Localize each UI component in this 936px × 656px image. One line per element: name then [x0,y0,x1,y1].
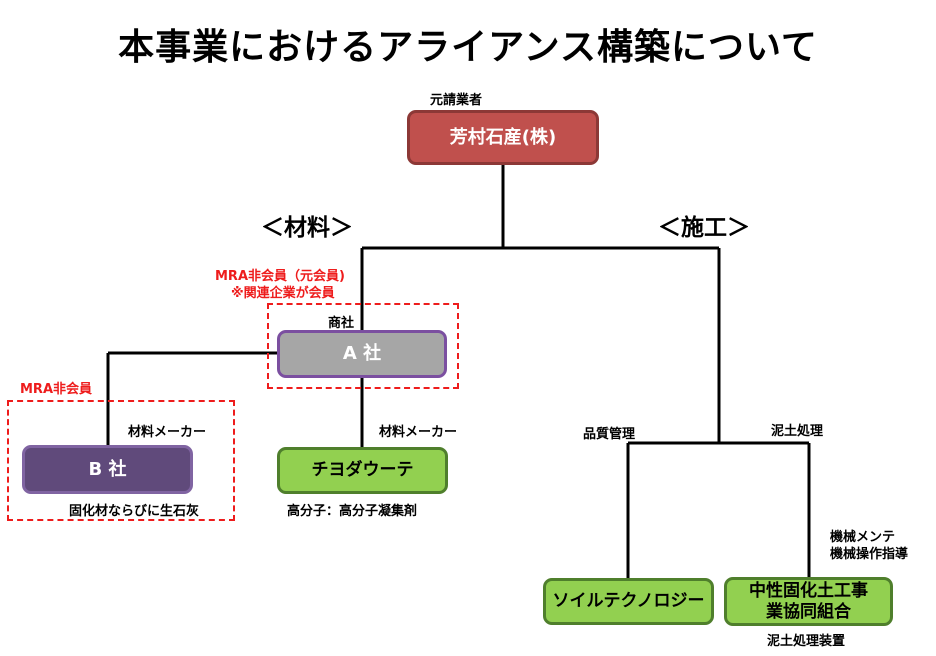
chiyoda-box: チヨダウーテ [277,447,448,494]
mud-role-label: 泥土処理 [771,424,824,439]
soil-tech-name: ソイルテクノロジー [552,591,705,612]
b-company-dashed-frame [7,400,235,521]
b-company-role-label: 材料メーカー [128,425,207,440]
quality-role-label: 品質管理 [583,427,636,442]
b-company-product-label: 固化材ならびに生石灰 [69,504,200,519]
b-company-name: B 社 [88,458,127,480]
section-materials: ＜材料＞ [261,215,353,241]
mra-related-note: ※関連企業が会員 [231,286,335,301]
mra-former-member-label: MRA非会員（元会員) [215,269,345,284]
soil-tech-box: ソイルテクノロジー [543,578,714,625]
a-company-name: A 社 [342,343,382,365]
a-company-box: A 社 [277,330,447,378]
b-company-box: B 社 [22,445,193,494]
chiyoda-name: チヨダウーテ [311,460,414,481]
section-construction: ＜施工＞ [658,215,750,241]
mud-union-box: 中性固化土工事 業協同組合 [724,577,893,626]
prime-contractor-name: 芳村石産(株) [449,126,557,148]
mud-union-name-line1: 中性固化土工事 [749,581,868,602]
chiyoda-product-label: 高分子：高分子凝集剤 [287,504,418,519]
a-company-dashed-frame [267,303,459,389]
mra-non-member-label: MRA非会員 [20,382,93,397]
chiyoda-role-label: 材料メーカー [379,425,458,440]
mud-equipment-label: 泥土処理装置 [767,634,846,649]
a-company-role-label: 商社 [328,316,355,331]
prime-contractor-box: 芳村石産(株) [407,110,599,165]
mud-duty-operation: 機械操作指導 [830,547,909,562]
page-title: 本事業におけるアライアンス構築について [118,27,818,68]
mud-union-name-line2: 業協同組合 [766,601,851,622]
mud-duty-maintenance: 機械メンテ [830,530,896,545]
prime-role-label: 元請業者 [430,93,483,108]
